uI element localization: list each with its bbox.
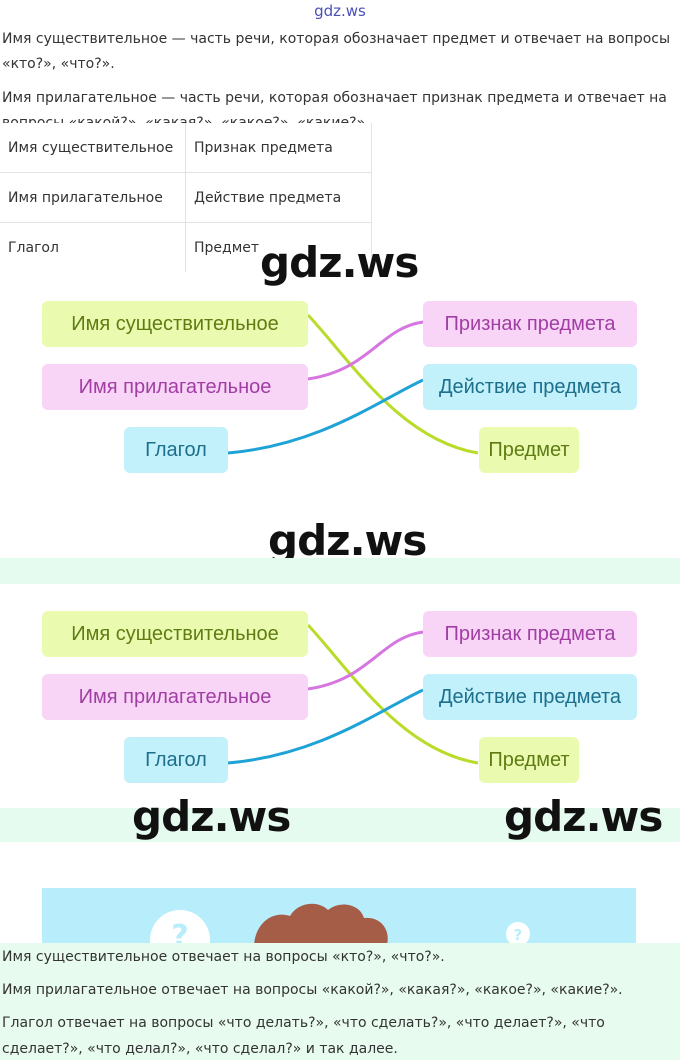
- match-left-verb: Глагол: [124, 427, 228, 473]
- question-bubble-left: [150, 910, 210, 948]
- match-left-adjective: Имя прилагательное: [42, 674, 308, 720]
- match-right-action: Действие предмета: [423, 674, 637, 720]
- watermark-large: gdz.ws: [504, 792, 663, 841]
- connector-adjective-line: [307, 320, 424, 381]
- character-hair: [254, 903, 388, 948]
- match-left-verb: Глагол: [124, 737, 228, 783]
- match-left-noun: Имя существительное: [42, 611, 308, 657]
- words-table: Имя существительное Признак предмета Имя…: [0, 123, 372, 272]
- question-mark-icon: ?: [171, 919, 188, 948]
- match-right-object: Предмет: [479, 737, 579, 783]
- connector-verb-line: [227, 378, 424, 455]
- illustration: ? ?: [42, 888, 636, 948]
- table-row: Имя существительное Признак предмета: [0, 123, 372, 173]
- divider-band: [0, 558, 680, 584]
- table-cell: Имя существительное: [0, 123, 186, 173]
- match-left-adjective: Имя прилагательное: [42, 364, 308, 410]
- connector-adjective-line: [307, 630, 424, 691]
- answer-noun: Имя существительное отвечает на вопросы …: [2, 949, 445, 965]
- table-cell: Признак предмета: [185, 123, 372, 173]
- watermark-large: gdz.ws: [268, 516, 427, 565]
- connector-lines: [227, 313, 479, 455]
- watermark-top: gdz.ws: [314, 2, 366, 20]
- illustration-art: ? ?: [150, 903, 530, 948]
- connector-verb-line: [227, 688, 424, 765]
- match-right-attribute: Признак предмета: [423, 301, 637, 347]
- question-bubble-right: [506, 922, 530, 946]
- match-right-object: Предмет: [479, 427, 579, 473]
- table-cell: Глагол: [0, 222, 186, 272]
- table-cell: Предмет: [185, 222, 372, 272]
- matching-diagram: Имя существительное Имя прилагательное Г…: [0, 600, 680, 790]
- answer-verb: Глагол отвечает на вопросы «что делать?»…: [2, 1015, 605, 1057]
- match-right-attribute: Признак предмета: [423, 611, 637, 657]
- match-left-noun: Имя существительное: [42, 301, 308, 347]
- question-mark-icon: ?: [514, 926, 523, 944]
- connector-lines: [227, 623, 479, 765]
- table-row: Глагол Предмет: [0, 222, 372, 272]
- adjective-definition: Имя прилагательное — часть речи, которая…: [2, 90, 667, 126]
- divider-band: [0, 808, 680, 842]
- matching-diagram: Имя существительное Имя прилагательное Г…: [0, 290, 680, 480]
- answers-panel: [0, 943, 680, 1060]
- connector-noun-line: [306, 623, 479, 765]
- table-cell: Имя прилагательное: [0, 172, 186, 223]
- table-row: Имя прилагательное Действие предмета: [0, 172, 372, 223]
- answer-adjective: Имя прилагательное отвечает на вопросы «…: [2, 982, 623, 998]
- noun-definition: Имя существительное — часть речи, котора…: [2, 31, 671, 72]
- connector-noun-line: [306, 313, 479, 455]
- watermark-large: gdz.ws: [260, 238, 419, 287]
- match-right-action: Действие предмета: [423, 364, 637, 410]
- watermark-large: gdz.ws: [132, 792, 291, 841]
- table-cell: Действие предмета: [185, 172, 372, 223]
